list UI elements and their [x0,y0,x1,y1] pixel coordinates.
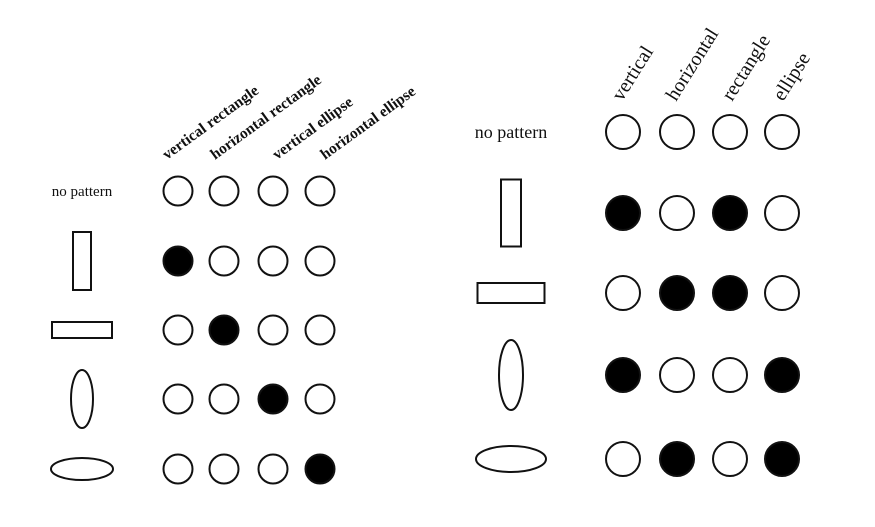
empty-circle [208,245,240,277]
filled-circle [304,453,336,485]
empty-circle [162,453,194,485]
filled-circle [712,275,748,311]
filled-circle [712,195,748,231]
pattern-row: no pattern [475,114,800,150]
empty-circle [659,357,695,393]
empty-circle [605,441,641,477]
filled-circle [605,357,641,393]
column-header: vertical [608,42,659,105]
empty-circle [257,453,289,485]
empty-circle [208,175,240,207]
horizontal-rectangle-icon [51,321,113,339]
column-header: horizontal [662,24,724,105]
empty-circle [257,245,289,277]
empty-circle [257,314,289,346]
row-label: no pattern [52,184,113,200]
filled-circle [659,275,695,311]
filled-circle [659,441,695,477]
empty-circle [304,245,336,277]
empty-circle [208,453,240,485]
empty-circle [162,175,194,207]
empty-circle [712,357,748,393]
filled-circle [764,357,800,393]
empty-circle [659,195,695,231]
pattern-row [50,453,336,485]
pattern-row [476,275,800,311]
pattern-row [498,339,800,411]
empty-circle [712,441,748,477]
vertical-rectangle-icon [500,178,522,248]
horizontal-rectangle-icon [476,282,546,304]
column-header: rectangle [718,31,776,105]
empty-circle [764,275,800,311]
empty-circle [304,383,336,415]
empty-circle [257,175,289,207]
vertical-ellipse-icon [70,369,94,429]
horizontal-ellipse-icon [50,457,114,481]
horizontal-ellipse-icon [475,445,547,473]
empty-circle [659,114,695,150]
pattern-row [72,231,336,291]
empty-circle [162,314,194,346]
empty-circle [208,383,240,415]
pattern-row [500,178,800,248]
empty-circle [304,314,336,346]
filled-circle [257,383,289,415]
empty-circle [605,114,641,150]
row-label: no pattern [475,122,547,142]
pattern-row [51,314,336,346]
vertical-ellipse-icon [498,339,524,411]
filled-circle [605,195,641,231]
empty-circle [162,383,194,415]
filled-circle [764,441,800,477]
filled-circle [208,314,240,346]
empty-circle [764,195,800,231]
empty-circle [304,175,336,207]
pattern-row: no pattern [52,175,336,207]
vertical-rectangle-icon [72,231,92,291]
filled-circle [162,245,194,277]
empty-circle [764,114,800,150]
pattern-row [475,441,800,477]
column-header: ellipse [769,49,815,105]
pattern-row [70,369,336,429]
empty-circle [712,114,748,150]
empty-circle [605,275,641,311]
